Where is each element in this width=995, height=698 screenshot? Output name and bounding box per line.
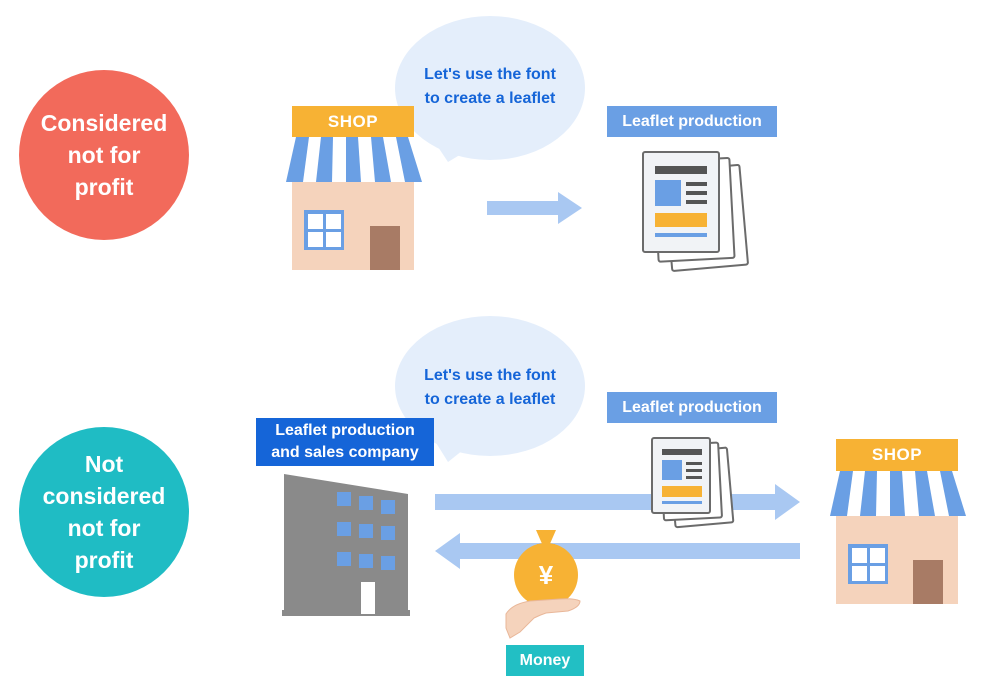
yen-symbol: ¥ xyxy=(538,560,554,590)
speech-text-bottom: Let's use the font to create a leaflet xyxy=(424,367,556,408)
shop-sign-top: SHOP xyxy=(327,111,379,131)
leaflet-company-tag: Leaflet production and sales company xyxy=(256,418,434,466)
speech-text-top: Let's use the font to create a leaflet xyxy=(424,66,556,107)
speech-bubble-bottom xyxy=(395,316,585,462)
hand-icon xyxy=(505,598,581,639)
considered-not-for-profit-label: Considered not for profit xyxy=(40,110,168,200)
leaflet-icon-bottom xyxy=(651,437,735,529)
leaflet-icon-top xyxy=(642,151,749,272)
arrow-right-top xyxy=(487,192,582,224)
money-tag: Money xyxy=(506,645,584,676)
office-building-icon xyxy=(282,474,410,616)
shop-icon-bottom xyxy=(828,439,966,604)
leaflet-production-tag-top: Leaflet production xyxy=(607,106,777,137)
shop-sign-bottom: SHOP xyxy=(871,445,923,464)
considered-circle xyxy=(19,70,189,240)
arrow-left-money xyxy=(435,533,800,569)
speech-bubble-top xyxy=(395,16,585,162)
shop-icon-top xyxy=(284,106,422,270)
arrow-right-bottom xyxy=(435,484,800,520)
money-bag-icon xyxy=(514,530,578,607)
not-considered-not-for-profit-label: Not considered not for profit xyxy=(42,451,166,573)
not-considered-circle xyxy=(19,427,189,597)
leaflet-production-tag-bottom: Leaflet production xyxy=(607,392,777,423)
